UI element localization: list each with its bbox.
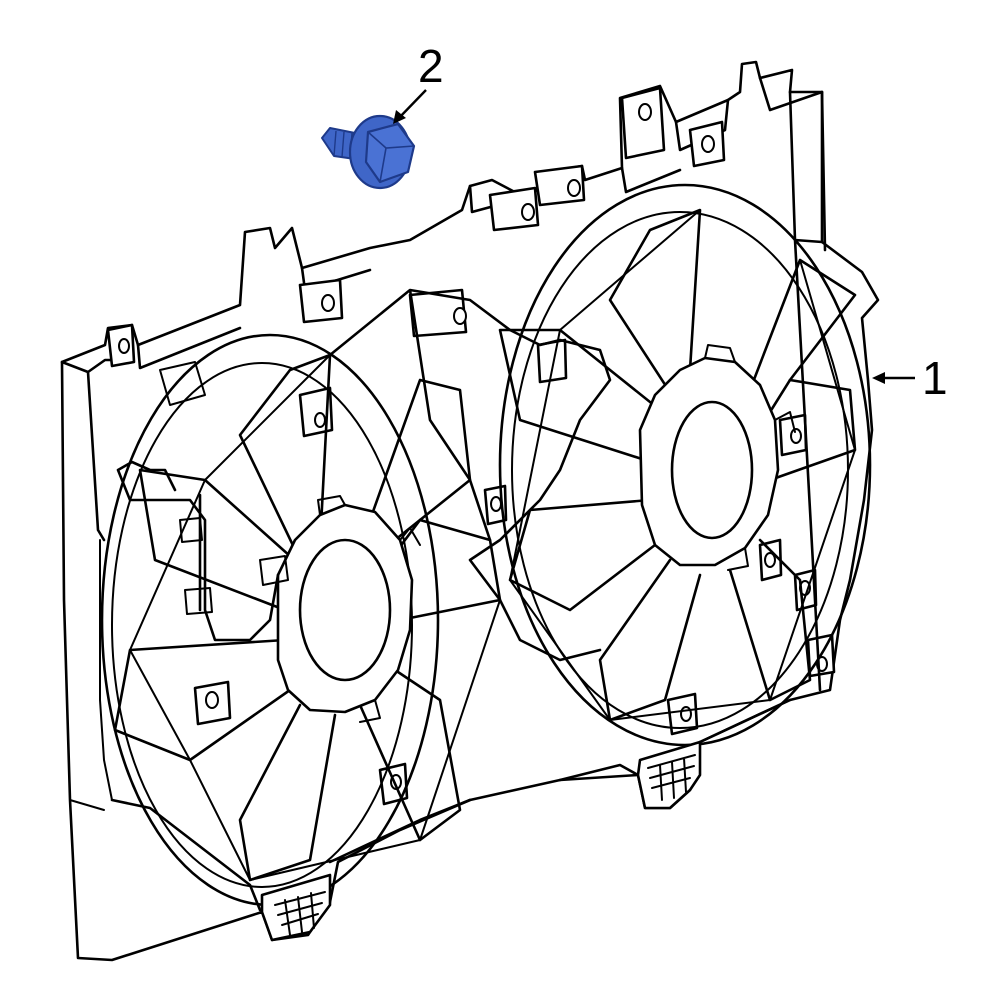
right-rail [788, 90, 827, 692]
callout-2: 2 [393, 40, 444, 124]
mounting-feet [260, 740, 702, 942]
bolt-hex-head [364, 122, 416, 184]
right-fan-ring-outer [498, 183, 872, 747]
callout-1: 1 [872, 352, 948, 404]
mounting-tabs [106, 86, 836, 806]
wire-harness [116, 460, 280, 642]
callout-1-arrowhead [872, 372, 885, 384]
center-struts [328, 288, 612, 662]
left-fan-hub [298, 538, 392, 682]
bolt[interactable] [321, 114, 416, 190]
right-fan-blades [498, 208, 857, 722]
callout-number-2: 2 [418, 40, 444, 92]
wire-harness-clips [159, 361, 289, 615]
right-hub-tabs [704, 344, 796, 571]
bolt-hex-edges [367, 131, 415, 183]
lower-frame [110, 698, 792, 912]
callout-2-arrowhead [393, 110, 406, 124]
callout-number-1: 1 [922, 352, 948, 404]
left-hub-tabs [317, 495, 421, 723]
right-fan-hub [670, 400, 754, 540]
left-fan-ring-inner [111, 362, 413, 888]
left-fan-blades [113, 353, 502, 882]
fan-shroud-assembly[interactable] [60, 60, 880, 962]
left-rail-inner [69, 539, 113, 811]
